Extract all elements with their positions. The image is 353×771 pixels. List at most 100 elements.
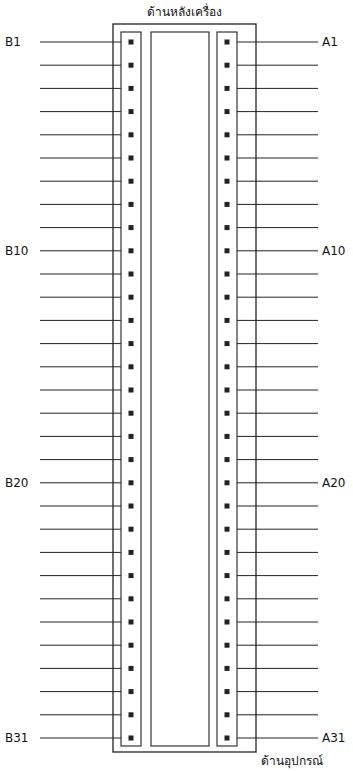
pin-contact [129, 225, 134, 230]
pin-contact [225, 40, 230, 45]
pin-contact [129, 643, 134, 648]
pin-wire [40, 204, 121, 205]
pin-wire [237, 691, 318, 692]
pin-wire [40, 714, 121, 715]
pin-wire [237, 227, 318, 228]
pin-wire [237, 158, 318, 159]
pin-contact [225, 689, 230, 694]
pin-contact [129, 179, 134, 184]
pin-contact [225, 573, 230, 578]
pin-wire [237, 714, 318, 715]
pin-wire [40, 65, 121, 66]
pin-wire [237, 274, 318, 275]
pin-contact [225, 225, 230, 230]
pin-wire [237, 366, 318, 367]
pin-wire [40, 343, 121, 344]
pin-wire [40, 575, 121, 576]
pin-wire [40, 436, 121, 437]
pin-contact [129, 202, 134, 207]
pin-wire [40, 320, 121, 321]
pin-wire [40, 227, 121, 228]
pin-contact [129, 712, 134, 717]
pin-name: B20 [4, 476, 30, 490]
pin-wire [237, 738, 318, 739]
pin-wire [237, 88, 318, 89]
pin-name: B10 [4, 244, 30, 258]
pin-wire [237, 111, 318, 112]
pin-wire [237, 552, 318, 553]
pin-wire [40, 390, 121, 391]
pin-wire [40, 622, 121, 623]
connector-housing [113, 24, 256, 752]
pin-wire [237, 250, 318, 251]
pin-wire [40, 413, 121, 414]
pin-wire [40, 552, 121, 553]
pin-wire [40, 482, 121, 483]
pin-contact [225, 86, 230, 91]
pin-contact [225, 434, 230, 439]
pin-wire [237, 645, 318, 646]
pin-wire [40, 645, 121, 646]
pin-contact [129, 318, 134, 323]
pin-wire [40, 88, 121, 89]
pin-contact [225, 643, 230, 648]
pin-contact [225, 480, 230, 485]
pin-wire [40, 181, 121, 182]
pin-strip-a [217, 32, 237, 746]
pin-contact [129, 341, 134, 346]
pin-wire [237, 390, 318, 391]
pin-wire [40, 134, 121, 135]
pin-wire [40, 598, 121, 599]
pin-contact [129, 388, 134, 393]
pin-wire [40, 111, 121, 112]
pin-name: A31 [321, 731, 346, 745]
pin-name: B31 [4, 731, 30, 745]
pin-wire [237, 343, 318, 344]
pin-wire [40, 42, 121, 43]
pin-wire [40, 459, 121, 460]
pin-contact [225, 596, 230, 601]
pin-wire [237, 598, 318, 599]
pin-contact [225, 527, 230, 532]
pin-contact [225, 272, 230, 277]
pin-contact [129, 527, 134, 532]
pin-contact [225, 202, 230, 207]
pin-contact [225, 63, 230, 68]
pin-wire [237, 575, 318, 576]
pin-wire [237, 482, 318, 483]
pin-wire [40, 250, 121, 251]
pin-contact [225, 248, 230, 253]
pin-contact [129, 504, 134, 509]
side-label: ด้านหลังเครื่อง [146, 5, 223, 19]
pin-lines [40, 40, 318, 741]
pin-contact [225, 341, 230, 346]
pin-wire [40, 297, 121, 298]
pin-contact [129, 411, 134, 416]
pin-contact [225, 318, 230, 323]
pin-contact [129, 596, 134, 601]
pin-wire [237, 668, 318, 669]
pin-contact [225, 364, 230, 369]
pin-contact [129, 40, 134, 45]
pin-wire [237, 459, 318, 460]
pin-contact [225, 388, 230, 393]
pin-contact [225, 550, 230, 555]
pin-wire [40, 274, 121, 275]
pin-wire [40, 529, 121, 530]
pin-contact [129, 132, 134, 137]
pin-wire [237, 529, 318, 530]
pin-contact [129, 550, 134, 555]
pin-wire [237, 181, 318, 182]
pin-contact [129, 63, 134, 68]
pin-wire [237, 622, 318, 623]
pin-wire [237, 506, 318, 507]
pin-contact [225, 504, 230, 509]
pin-wire [40, 506, 121, 507]
pin-contact [225, 457, 230, 462]
pin-contact [129, 620, 134, 625]
pin-wire [237, 42, 318, 43]
pin-name: A10 [321, 244, 346, 258]
pin-wire [237, 134, 318, 135]
pin-contact [129, 364, 134, 369]
